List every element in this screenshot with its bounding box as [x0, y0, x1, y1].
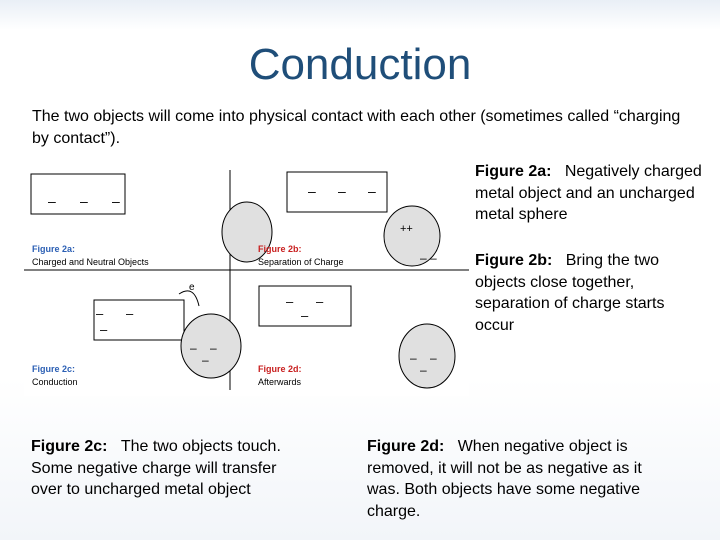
- charged-sphere-d: [398, 323, 456, 389]
- panel-d-subtitle: Afterwards: [258, 377, 302, 387]
- charge-minus: –: [96, 306, 104, 321]
- caption-text: Bring the two objects close together, se…: [475, 252, 665, 334]
- caption-text: The two objects touch. Some negative cha…: [31, 438, 281, 498]
- caption-label: Figure 2c:: [31, 438, 108, 455]
- charge-minus: –: [308, 183, 316, 199]
- caption-text: Negatively charged metal object and an u…: [475, 163, 702, 223]
- caption-label: Figure 2b:: [475, 252, 553, 269]
- electron-label: e: [189, 282, 195, 293]
- conduction-diagram: – – – Figure 2a: Charged and Neutral Obj…: [24, 170, 469, 390]
- charge-minus: –: [112, 193, 120, 209]
- charge-minus: –: [301, 308, 309, 323]
- induced-positive-charge: ++: [400, 223, 413, 235]
- panel-a-title: Figure 2a:: [32, 244, 75, 254]
- caption-figure-2c: Figure 2c: The two objects touch. Some n…: [31, 436, 291, 501]
- charge-minus: –: [430, 251, 437, 265]
- electron-transfer-arrow: [178, 290, 200, 307]
- caption-figure-2a: Figure 2a: Negatively charged metal obje…: [475, 161, 705, 226]
- caption-figure-2b: Figure 2b: Bring the two objects close t…: [475, 250, 705, 336]
- panel-b-subtitle: Separation of Charge: [258, 257, 344, 267]
- panel-b-title: Figure 2b:: [258, 244, 302, 254]
- caption-figure-2d: Figure 2d: When negative object is remov…: [367, 436, 667, 522]
- charge-minus: –: [338, 183, 346, 199]
- charge-minus: –: [126, 306, 134, 321]
- charged-object-c: [93, 299, 185, 341]
- slide-title: Conduction: [248, 40, 472, 89]
- caption-label: Figure 2d:: [367, 438, 445, 455]
- panel-c-subtitle: Conduction: [32, 377, 78, 387]
- charge-minus: –: [420, 363, 427, 377]
- neutral-sphere-a: [221, 201, 273, 263]
- charge-minus: –: [430, 351, 437, 365]
- charged-object-b: [286, 171, 388, 213]
- charge-minus: –: [210, 341, 217, 355]
- charge-minus: –: [368, 183, 376, 199]
- caption-text: When negative object is removed, it will…: [367, 438, 642, 520]
- panel-c-title: Figure 2c:: [32, 364, 75, 374]
- charge-minus: –: [316, 294, 324, 309]
- intro-text: The two objects will come into physical …: [32, 108, 681, 147]
- charge-minus: –: [286, 294, 294, 309]
- charge-minus: –: [190, 341, 197, 355]
- charge-minus: –: [48, 193, 56, 209]
- charge-minus: –: [420, 251, 427, 265]
- charge-minus: –: [80, 193, 88, 209]
- conduction-figure: – – – Figure 2a: Charged and Neutral Obj…: [24, 166, 469, 396]
- charge-minus: –: [410, 351, 417, 365]
- charged-object-d: [258, 285, 352, 327]
- caption-label: Figure 2a:: [475, 163, 552, 180]
- top-band: [0, 0, 720, 30]
- charged-object-a: [30, 173, 126, 215]
- contact-sphere-c: [180, 313, 242, 379]
- panel-a-subtitle: Charged and Neutral Objects: [32, 257, 149, 267]
- polarized-sphere-b: [383, 205, 441, 267]
- charge-minus: –: [202, 353, 209, 367]
- charge-minus: –: [100, 322, 108, 337]
- panel-d-title: Figure 2d:: [258, 364, 302, 374]
